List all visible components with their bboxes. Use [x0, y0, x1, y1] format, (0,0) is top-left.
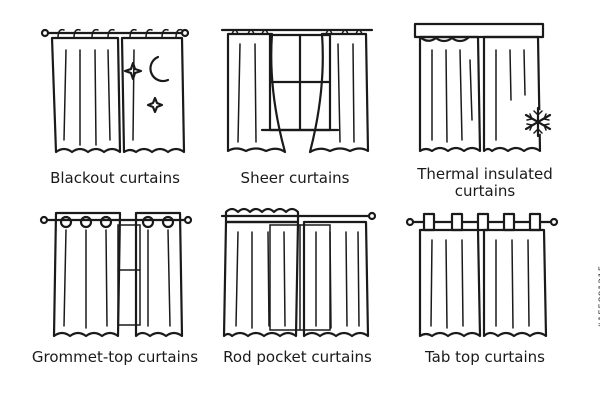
label-blackout: Blackout curtains: [50, 169, 180, 187]
rod-pocket-curtain-icon: [220, 207, 377, 338]
label-grommet: Grommet-top curtains: [31, 348, 199, 366]
blackout-curtain-icon: [40, 28, 190, 154]
label-sheer: Sheer curtains: [240, 169, 350, 187]
label-rod-pocket: Rod pocket curtains: [223, 348, 372, 366]
label-thermal-line2: curtains: [454, 182, 516, 200]
label-tab-top: Tab top curtains: [425, 348, 545, 366]
sheer-curtain-icon: [220, 28, 374, 154]
thermal-curtain-icon: [413, 22, 552, 153]
star-icon: [146, 96, 164, 114]
label-thermal: Thermal insulated curtains: [385, 166, 585, 200]
grommet-curtain-icon: [39, 211, 193, 338]
label-thermal-line1: Thermal insulated: [417, 165, 553, 183]
tab-top-curtain-icon: [405, 212, 559, 338]
moon-icon: [149, 55, 170, 83]
star-icon: [123, 61, 143, 81]
curtain-valance-box: [413, 22, 545, 39]
snowflake-icon: [524, 106, 552, 138]
